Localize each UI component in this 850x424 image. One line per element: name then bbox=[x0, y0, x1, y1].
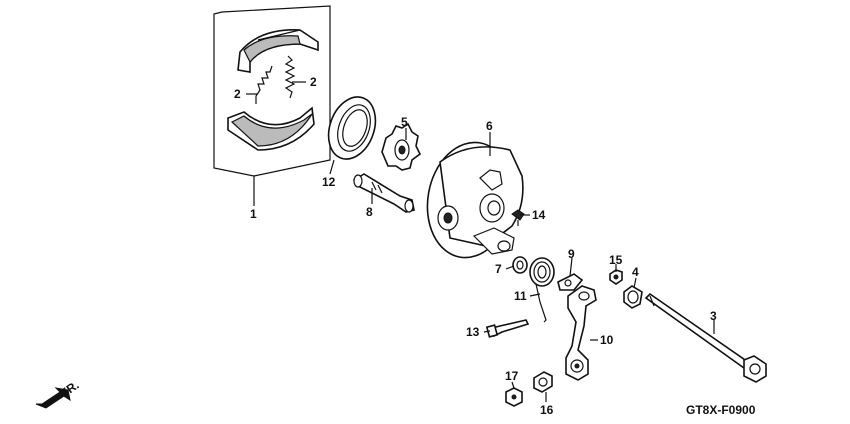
leader-lines bbox=[246, 81, 715, 402]
brake-shoe-bracket bbox=[213, 5, 331, 200]
oil-seal[interactable] bbox=[320, 90, 383, 165]
axle-3[interactable] bbox=[644, 292, 767, 383]
label-9: 9 bbox=[568, 247, 575, 261]
label-1: 1 bbox=[250, 207, 257, 221]
label-10: 10 bbox=[600, 333, 614, 347]
indicator-plate[interactable] bbox=[557, 273, 584, 291]
lower-brake-shoe[interactable] bbox=[227, 106, 315, 151]
label-2-right: 2 bbox=[310, 75, 317, 89]
collar-4[interactable] bbox=[623, 285, 643, 309]
diagram-code: GT8X-F0900 bbox=[686, 403, 756, 417]
label-17: 17 bbox=[505, 369, 519, 383]
label-6: 6 bbox=[486, 119, 493, 133]
brake-panel[interactable] bbox=[419, 136, 524, 265]
spring-left[interactable] bbox=[255, 65, 273, 104]
small-bolt-14[interactable] bbox=[511, 209, 525, 226]
gear-shaft[interactable] bbox=[352, 173, 415, 213]
label-2-left: 2 bbox=[234, 87, 241, 101]
label-7: 7 bbox=[495, 262, 502, 276]
label-8: 8 bbox=[366, 205, 373, 219]
drive-gear[interactable] bbox=[381, 122, 422, 171]
label-14: 14 bbox=[532, 208, 546, 222]
label-5: 5 bbox=[401, 115, 408, 129]
upper-brake-shoe[interactable] bbox=[237, 29, 319, 73]
label-16: 16 bbox=[540, 403, 554, 417]
label-3: 3 bbox=[710, 309, 717, 323]
arm-bolt-13[interactable] bbox=[485, 319, 530, 338]
nut-17[interactable] bbox=[505, 387, 523, 407]
label-12: 12 bbox=[322, 175, 336, 189]
label-4: 4 bbox=[632, 265, 639, 279]
arrow-icon bbox=[35, 387, 71, 409]
brake-arm[interactable] bbox=[565, 285, 597, 381]
label-15: 15 bbox=[609, 253, 623, 267]
return-spring[interactable] bbox=[529, 257, 555, 323]
part-labels: 1 2 2 3 4 5 6 7 8 9 10 11 12 13 14 15 16… bbox=[234, 75, 717, 417]
label-11: 11 bbox=[514, 289, 527, 303]
washer-7[interactable] bbox=[512, 256, 528, 274]
cap-16[interactable] bbox=[533, 371, 553, 393]
front-direction-arrow: FR. bbox=[35, 378, 82, 409]
nut-15[interactable] bbox=[609, 269, 623, 285]
spring-right[interactable] bbox=[284, 55, 296, 99]
label-13: 13 bbox=[466, 325, 480, 339]
